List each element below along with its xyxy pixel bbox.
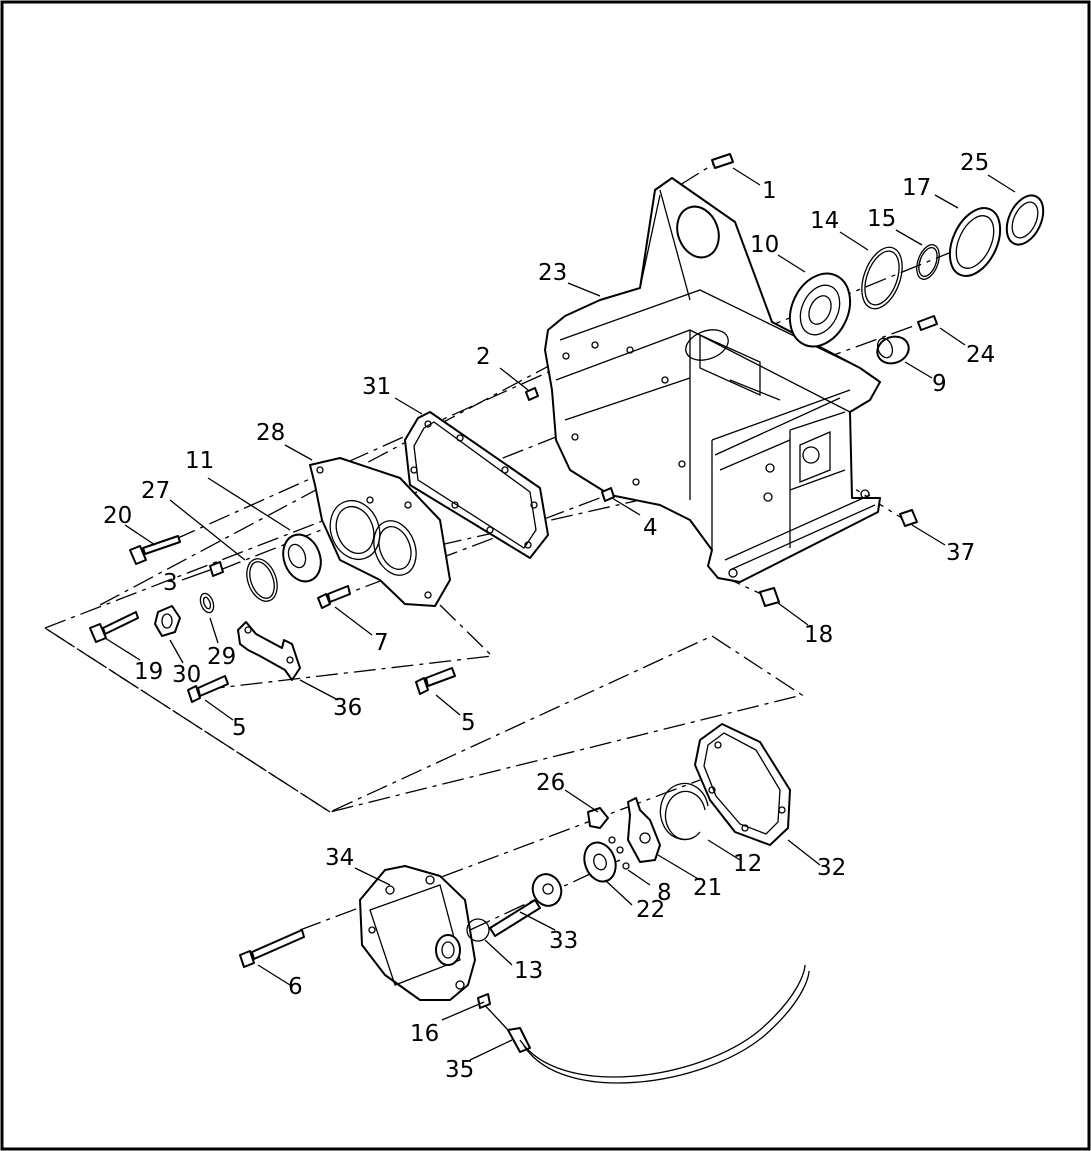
callout-36: 36	[333, 695, 362, 721]
callout-21: 21	[693, 875, 722, 901]
callout-numbers: 1 2 3 4 5 5 6 7 8 9 10 11 12 13 14 15 16…	[103, 150, 995, 1083]
transmission-case	[544, 177, 881, 583]
callout-16: 16	[410, 1021, 439, 1047]
callout-6: 6	[288, 974, 303, 1000]
retaining-ring-14	[861, 246, 903, 310]
needle-bearing-9	[876, 335, 910, 365]
callout-2: 2	[476, 344, 491, 370]
shifter-shaft-33	[489, 873, 563, 937]
callout-17: 17	[902, 175, 931, 201]
callout-26: 26	[536, 770, 565, 796]
o-ring-15	[916, 244, 940, 280]
callout-4: 4	[643, 515, 658, 541]
fitting-16	[477, 993, 491, 1009]
callout-23: 23	[538, 260, 567, 286]
callout-19: 19	[134, 659, 163, 685]
roller-26	[587, 807, 609, 829]
shifter-pawl-21	[627, 797, 661, 863]
callout-29: 29	[207, 644, 236, 670]
bolt-20	[129, 535, 181, 565]
callout-1: 1	[762, 178, 777, 204]
callout-3: 3	[163, 570, 178, 596]
bearing-11	[282, 533, 322, 583]
callout-31: 31	[362, 374, 391, 400]
gasket-31	[404, 411, 549, 559]
gasket-32	[694, 723, 791, 846]
callout-9: 9	[932, 371, 947, 397]
callout-18: 18	[804, 622, 833, 648]
callout-12: 12	[733, 851, 762, 877]
callout-25: 25	[960, 150, 989, 176]
callout-24: 24	[966, 342, 995, 368]
callout-28: 28	[256, 420, 285, 446]
callout-22: 22	[636, 897, 665, 923]
callout-13: 13	[514, 958, 543, 984]
callout-leaders	[104, 167, 1016, 1061]
callout-32: 32	[817, 855, 846, 881]
bolt-19	[89, 611, 139, 643]
callout-5-left: 5	[232, 715, 247, 741]
screw-7	[317, 585, 351, 609]
mainshaft-bearing	[788, 272, 852, 348]
callout-7: 7	[374, 630, 389, 656]
callout-15: 15	[867, 206, 896, 232]
shifter-cam-22	[583, 841, 617, 883]
callout-30: 30	[172, 662, 201, 688]
retaining-ring-27	[246, 558, 278, 602]
callout-11: 11	[185, 448, 214, 474]
screw-5-left	[187, 675, 229, 703]
nut-30	[154, 605, 181, 637]
callout-8: 8	[657, 880, 672, 906]
callout-34: 34	[325, 845, 354, 871]
callout-10: 10	[750, 232, 779, 258]
bearing-housing-28	[309, 457, 451, 607]
screw-5-right	[415, 667, 456, 695]
oil-seal-25	[1005, 194, 1045, 246]
callout-27: 27	[141, 478, 170, 504]
dowel-pins	[209, 153, 938, 607]
screw-6	[239, 929, 305, 968]
callout-35: 35	[445, 1057, 474, 1083]
vent-fitting-37	[899, 509, 918, 527]
callout-33: 33	[549, 928, 578, 954]
washer-29	[199, 592, 215, 614]
o-ring-13	[466, 918, 490, 942]
callout-37: 37	[946, 540, 975, 566]
bracket-36	[237, 621, 301, 681]
side-cover-34	[359, 865, 476, 1001]
callout-5-right: 5	[461, 710, 476, 736]
callout-14: 14	[810, 208, 839, 234]
oil-seal-17	[948, 207, 1002, 277]
callout-20: 20	[103, 503, 132, 529]
small-balls-8	[608, 836, 630, 870]
retaining-ring-12	[659, 782, 709, 841]
